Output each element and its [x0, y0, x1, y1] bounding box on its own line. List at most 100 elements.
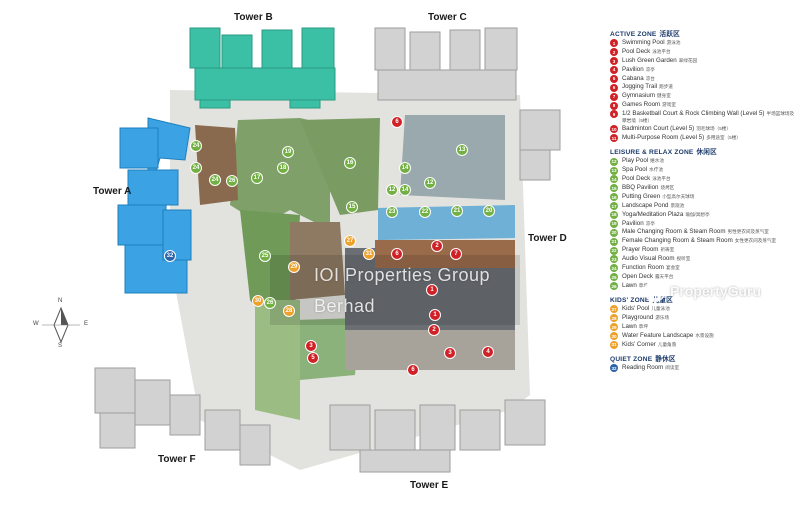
- facility-marker: 26: [264, 297, 276, 309]
- legend-number-badge: 3: [610, 57, 618, 66]
- tower-a-label: Tower A: [93, 186, 132, 197]
- propertyguru-logo: PropertyGuru: [644, 280, 761, 302]
- facility-marker: 4: [482, 346, 494, 358]
- legend-label-en: Play Pool: [622, 157, 649, 165]
- facility-marker: 26: [226, 175, 238, 187]
- tower-a-building: [117, 117, 192, 294]
- legend-number-badge: 1: [610, 39, 618, 48]
- facility-marker: 18: [277, 162, 289, 174]
- facility-marker: 2: [428, 324, 440, 336]
- legend-label-cn: 阅读室: [665, 364, 680, 370]
- zone-title-cn: 静休区: [655, 355, 676, 363]
- zone-title-cn: 休闲区: [696, 149, 717, 157]
- tower-e-building: [329, 399, 546, 473]
- legend-number-badge: 16: [610, 193, 618, 202]
- legend-label-cn: 瑜伽/冥想亭: [685, 211, 710, 217]
- compass-n: N: [58, 298, 63, 304]
- lawn-strip: [255, 300, 300, 420]
- facility-marker: 6: [391, 248, 403, 260]
- legend-label-cn: 健身室: [657, 93, 671, 99]
- legend-label-cn: 游乐场: [655, 314, 670, 320]
- legend-label-cn: 草坪: [638, 323, 648, 329]
- zone-title-cn: 活跃区: [659, 31, 680, 38]
- legend-label-en: Playground: [622, 313, 654, 321]
- legend-number-badge: 2: [610, 48, 618, 57]
- legend-label-en: Male Changing Room & Steam Room: [622, 228, 726, 236]
- legend-label-en: 1/2 Basketball Court & Rock Climbing Wal…: [622, 110, 765, 118]
- legend-label-en: Putting Green: [622, 192, 661, 200]
- tower-b-building: [189, 27, 336, 109]
- legend-number-badge: 17: [610, 202, 618, 211]
- legend-label-cn: 宴会室: [665, 265, 680, 270]
- legend-number-badge: 6: [610, 83, 618, 92]
- legend-label-cn: 凉台: [645, 75, 655, 81]
- zone-title-en: KIDS' ZONE: [610, 297, 650, 305]
- legend-label-en: Pavilion: [622, 219, 644, 227]
- legend-label-en: Prayer Room: [622, 246, 659, 254]
- facility-marker: 19: [282, 146, 294, 158]
- compass-e: E: [84, 321, 89, 327]
- legend-label-cn: 半场篮球场及攀岩墙（5楼）: [622, 111, 795, 124]
- legend-number-badge: 31: [610, 340, 618, 349]
- legend-number-badge: 5: [610, 74, 618, 83]
- legend-number-badge: 23: [610, 255, 618, 264]
- legend-number-badge: 8: [610, 101, 618, 110]
- garden-north: [230, 118, 330, 230]
- legend-label-cn: 凉亭: [645, 220, 655, 226]
- facility-marker: 17: [251, 172, 263, 184]
- legend-label-cn: 泳池平台: [652, 48, 671, 54]
- legend-number-badge: 24: [610, 264, 618, 273]
- legend-label-cn: 游泳池: [666, 40, 681, 45]
- compass-w: W: [33, 321, 39, 327]
- legend-text: Multi-Purpose Room (Level 5)多用途室（5楼）: [622, 134, 741, 141]
- facility-marker: 21: [451, 205, 463, 217]
- legend-label-en: Female Changing Room & Steam Room: [622, 237, 733, 245]
- facility-marker: 16: [344, 157, 356, 169]
- legend-number-badge: 10: [610, 125, 618, 134]
- legend-label-en: Games Room: [622, 101, 661, 109]
- legend-label-en: Kids' Corner: [622, 340, 656, 348]
- legend-label-cn: 水疗池: [649, 167, 663, 173]
- facility-marker: 6: [407, 364, 419, 376]
- legend-number-badge: 22: [610, 246, 618, 255]
- legend-number-badge: 29: [610, 323, 618, 332]
- legend-label-en: Lawn: [622, 322, 637, 330]
- legend-label-en: Lawn: [622, 281, 637, 289]
- legend-number-badge: 30: [610, 332, 618, 341]
- legend-label-cn: 羽毛球场（5楼）: [696, 126, 731, 132]
- legend-label-en: Swimming Pool: [622, 39, 665, 46]
- legend-label-cn: 男性更衣间及蒸气室: [727, 229, 769, 235]
